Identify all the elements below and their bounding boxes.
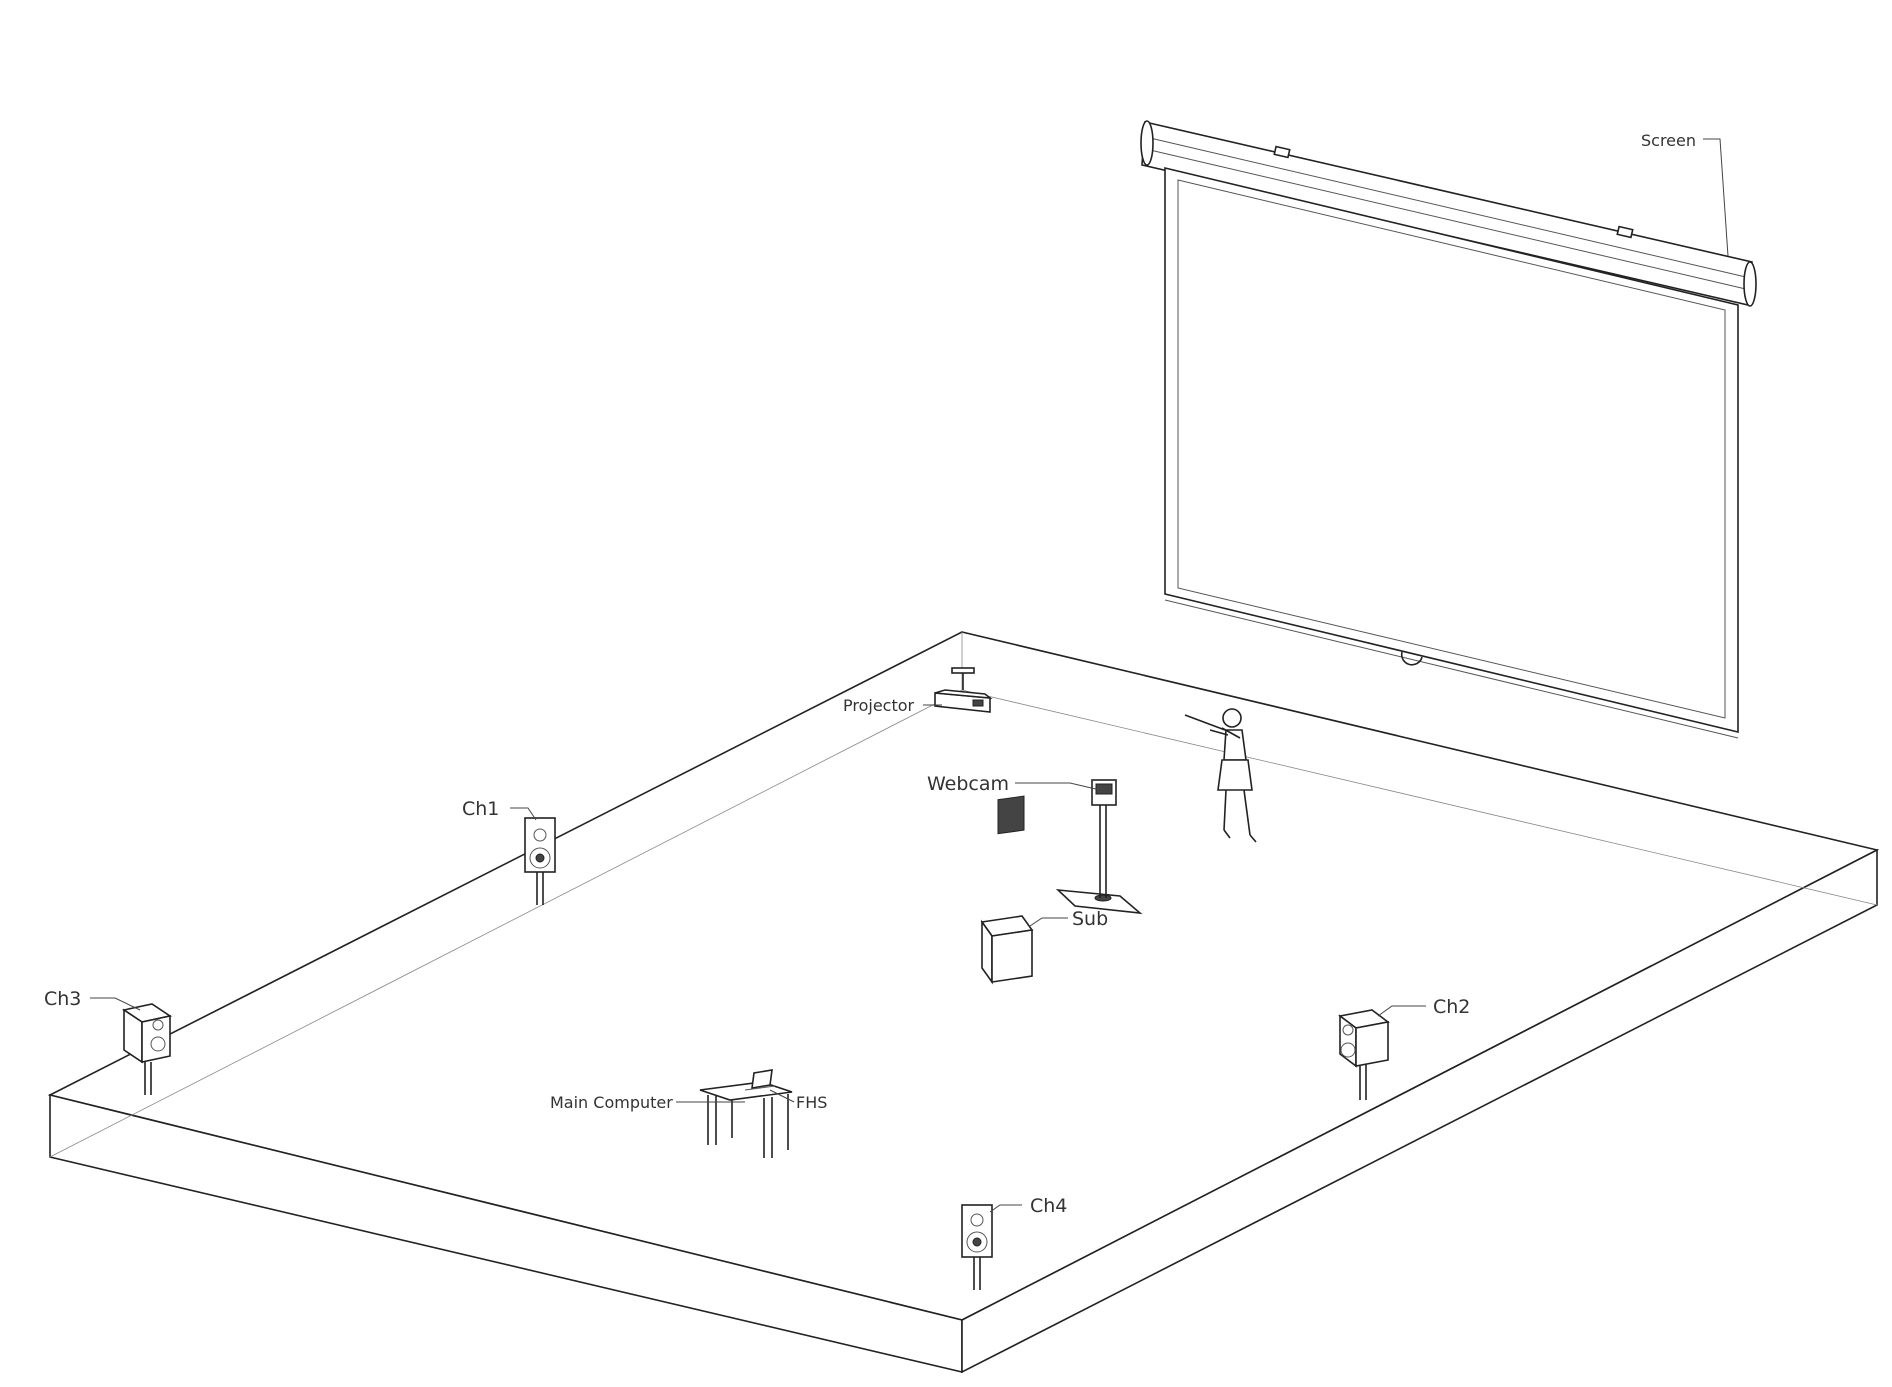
label-webcam-text: Webcam [927, 773, 1009, 795]
projection-screen [1140, 120, 1757, 739]
webcam-stand [1055, 779, 1143, 915]
label-ch4: Ch4 [989, 1195, 1067, 1217]
label-screen: Screen [1641, 131, 1729, 257]
speaker-ch1-cabinet [524, 817, 556, 873]
performer-figure [1184, 708, 1257, 843]
subwoofer-front [991, 929, 1033, 983]
label-ch2: Ch2 [1377, 996, 1470, 1018]
label-fhs-text: FHS [796, 1093, 827, 1112]
speaker-ch3-front [141, 1015, 171, 1063]
label-sub-text: Sub [1072, 908, 1108, 930]
label-webcam: Webcam [927, 773, 1101, 795]
speaker-ch2 [1338, 1009, 1390, 1100]
screen-case-end-right [1743, 261, 1757, 307]
screen-pull-handle [1400, 651, 1423, 666]
subwoofer [980, 795, 1034, 985]
laptop [751, 1069, 773, 1089]
performer-skirt [1217, 759, 1253, 791]
speaker-ch1 [524, 817, 556, 905]
speaker-ch4-cabinet [961, 1204, 993, 1258]
flute [1184, 714, 1226, 731]
label-sub: Sub [1029, 908, 1108, 930]
label-projector-text: Projector [843, 696, 915, 715]
label-screen-text: Screen [1641, 131, 1696, 150]
label-ch1: Ch1 [462, 798, 537, 821]
label-ch4-text: Ch4 [1030, 1195, 1067, 1217]
label-main-computer-text: Main Computer [550, 1093, 673, 1112]
projector [934, 667, 993, 713]
label-main-computer: Main Computer [550, 1093, 745, 1112]
label-projector: Projector [843, 696, 942, 715]
label-ch3: Ch3 [44, 988, 141, 1011]
label-ch2-text: Ch2 [1433, 996, 1470, 1018]
label-fhs: FHS [769, 1089, 827, 1112]
floor-platform [47, 631, 1880, 1374]
label-ch3-text: Ch3 [44, 988, 81, 1010]
computer-desk [699, 1069, 793, 1158]
speaker-ch4 [961, 1204, 993, 1290]
performer-head [1222, 708, 1242, 728]
screen-fabric [1164, 166, 1739, 734]
speaker-ch3 [121, 1003, 173, 1095]
screen-case-end-left [1140, 120, 1154, 166]
label-ch1-text: Ch1 [462, 798, 499, 820]
